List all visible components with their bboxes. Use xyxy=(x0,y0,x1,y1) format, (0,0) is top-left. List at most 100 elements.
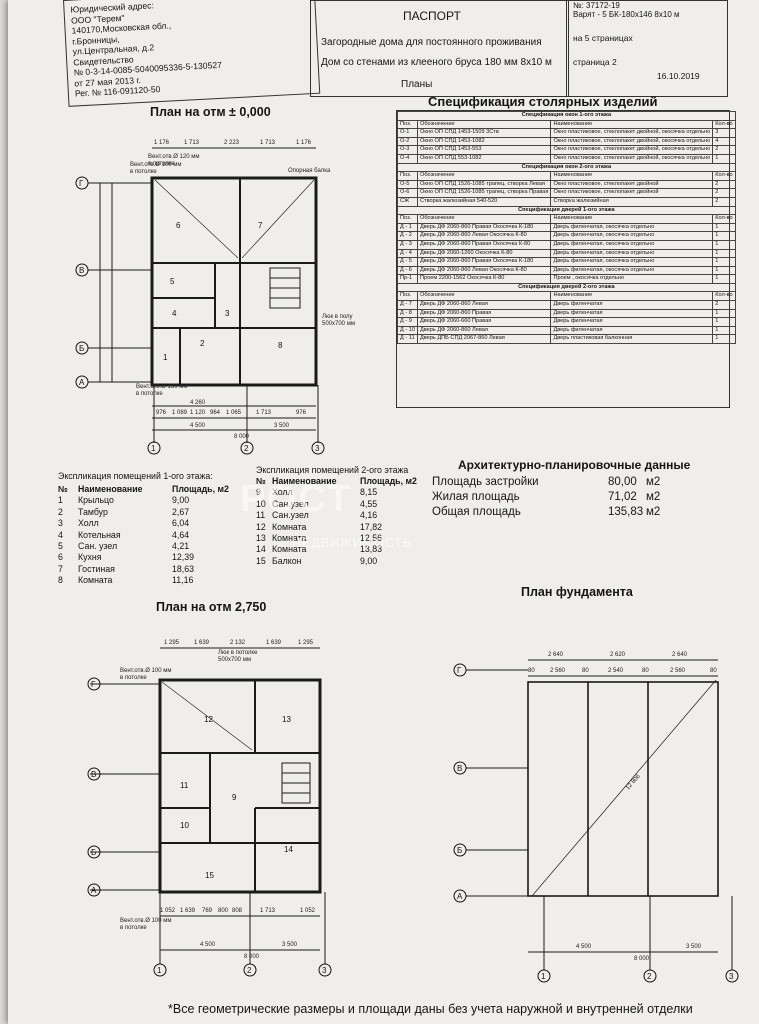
plan1-dim-top-3: 2 223 xyxy=(224,140,240,146)
foundation-axis-g: Г xyxy=(457,666,462,675)
spec-cell: 4 xyxy=(712,136,736,147)
spec-cell: 1 xyxy=(712,257,736,267)
expl1-cell: 18,63 xyxy=(172,563,195,574)
arch-cell: м2 xyxy=(646,491,661,503)
expl2-cell: 13 xyxy=(256,533,266,543)
expl2-cell: Комната xyxy=(272,521,307,532)
spec-section-caption: Спецификация дверей 1-ого этажа xyxy=(397,205,736,216)
plan1-dim-total-4: 8 000 xyxy=(234,434,250,440)
plan2-dim-top-5: 1 295 xyxy=(298,640,314,646)
plan1-dim-bot-4: 964 xyxy=(210,410,221,416)
plan2-dim-top-2: 1 639 xyxy=(194,640,210,646)
plan2-label-6: в потолке xyxy=(120,925,147,931)
plan2-dim-total-1: 4 500 xyxy=(200,942,216,948)
header-line-2: Дом со стенами из клееного бруса 180 мм … xyxy=(321,57,552,68)
plan2-dim-top-4: 1 639 xyxy=(266,640,282,646)
spec-cell: Дверь ДФ 2060-1260 Окосячка К-80 xyxy=(416,248,552,259)
spec-cell: Дверь филенчатая xyxy=(550,308,714,319)
arch-cell: м2 xyxy=(646,506,661,518)
spec-cell: Дверь филенчатая, окосячка отдельно xyxy=(550,239,714,250)
spec-header-cell: Наименование xyxy=(550,214,714,224)
expl1-cell: Холл xyxy=(78,518,99,529)
spec-cell: 2 xyxy=(712,145,736,155)
plan1-dim-top-1: 1 176 xyxy=(154,140,170,146)
spec-cell: Д - 3 xyxy=(397,239,418,250)
plan1-room-1: 1 xyxy=(163,353,168,362)
plan2-label-4: в потолке xyxy=(120,675,147,681)
expl1-cell: 1 xyxy=(58,495,63,506)
plan2-room-13: 13 xyxy=(282,715,291,724)
plan2-room-11: 11 xyxy=(180,781,189,790)
spec-cell: О-2 xyxy=(397,136,418,147)
plan2-title: План на отм 2,750 xyxy=(156,600,267,614)
plan1-title: План на отм ± 0,000 xyxy=(150,105,271,119)
plan1-dim-top-2: 1 713 xyxy=(184,140,200,146)
foundation-dim-total-3: 8 000 xyxy=(634,956,650,962)
plan2-label-3: Вент.отв.Ø 100 мм xyxy=(120,668,171,674)
spec-cell: Дверь филенчатая xyxy=(550,300,714,310)
footnote: *Все геометрические размеры и площади да… xyxy=(168,1002,693,1016)
expl2-cell: Холл xyxy=(272,487,293,498)
passport-header: ПАСПОРТ Загородные дома для постоянного … xyxy=(310,0,569,97)
expl2-cell: Сан.узел xyxy=(272,498,309,509)
spec-cell: Дверь ДФ 2060-860 Левая xyxy=(416,325,552,336)
expl2-cell: 8,15 xyxy=(360,487,378,498)
spec-cell: Д - 4 xyxy=(397,248,418,259)
foundation-dim-top-2: 2 620 xyxy=(610,652,626,658)
expl2-header: Наименование xyxy=(272,476,337,486)
expl2-cell: 9 xyxy=(256,487,261,498)
spec-cell: Створка жалюзийная xyxy=(550,196,714,207)
plan1-dim-top-4: 1 713 xyxy=(260,140,276,146)
foundation-dim-top-1: 2 640 xyxy=(548,652,564,658)
expl2-cell: Комната xyxy=(272,544,307,555)
plan2-label-1: Люк в потолке xyxy=(218,650,258,656)
expl1-header: Площадь, м2 xyxy=(172,484,229,494)
spec-cell: Дверь филенчатая, окосячка отдельно xyxy=(550,248,714,259)
plan1-label-7: 500х700 мм xyxy=(322,321,355,327)
expl2-header: № xyxy=(256,476,266,486)
arch-cell: 80,00 xyxy=(608,476,637,488)
spec-cell: Окно пластиковое, стеклопакет двойной xyxy=(550,188,714,198)
foundation-dim-in-1: 80 xyxy=(528,668,535,674)
spec-cell: Пр-1 xyxy=(397,274,418,284)
expl2-cell: 15 xyxy=(256,555,266,566)
expl1-title: Экспликация помещений 1-ого этажа: xyxy=(58,471,213,481)
plan1-dim-total-2: 4 500 xyxy=(190,423,206,429)
spec-cell: СЖ xyxy=(397,196,418,207)
plan1-axis-b: Б xyxy=(79,344,84,353)
plan2-dim-bot-4: 800 xyxy=(218,908,229,914)
plan1-label-4: в потолке xyxy=(148,161,175,167)
spec-cell: 1 xyxy=(712,265,736,276)
plan1-room-8: 8 xyxy=(278,341,283,350)
spec-cell: Окно ОП СПД 1453-1509 3Ств xyxy=(416,128,552,138)
expl1-cell: 5 xyxy=(58,541,63,551)
expl1-cell: Комната xyxy=(78,575,113,586)
spec-title: Спецификация столярных изделий xyxy=(428,94,658,109)
spec-header-cell: Кол-во xyxy=(712,171,736,181)
plan2-dim-top-1: 1 295 xyxy=(164,640,180,646)
spec-cell: Дверь ДФ 2060-860 Левая xyxy=(416,300,552,310)
plan1-axis-2: 2 xyxy=(244,444,249,453)
plan2-room-12: 12 xyxy=(204,715,213,724)
expl2-cell: 13,83 xyxy=(360,544,383,555)
expl2-header: Площадь, м2 xyxy=(360,476,417,486)
plan2-dim-top-3: 2 132 xyxy=(230,640,246,646)
plan1-dim-bot-5: 1 065 xyxy=(226,410,242,416)
spec-cell: Д - 8 xyxy=(397,308,418,319)
plan2-drawing: 1 295 1 639 2 132 1 639 1 295 1 052 1 63… xyxy=(87,640,332,977)
passport-info: №: 37172-19 Варят - 5 БК-180х146 8х10 м … xyxy=(566,0,728,97)
spec-cell: 3 xyxy=(712,128,736,138)
foundation-axis-2: 2 xyxy=(647,972,652,981)
plan2-axis-3: 3 xyxy=(322,966,327,975)
spec-cell: 1 xyxy=(712,308,736,319)
plan2-dim-total-3: 8 000 xyxy=(244,954,260,960)
foundation-axis-a: А xyxy=(457,892,463,901)
spec-cell: Дверь ДФ 2060-860 Правая Окосячка К-180 xyxy=(416,257,552,267)
passport-title: ПАСПОРТ xyxy=(403,9,461,23)
